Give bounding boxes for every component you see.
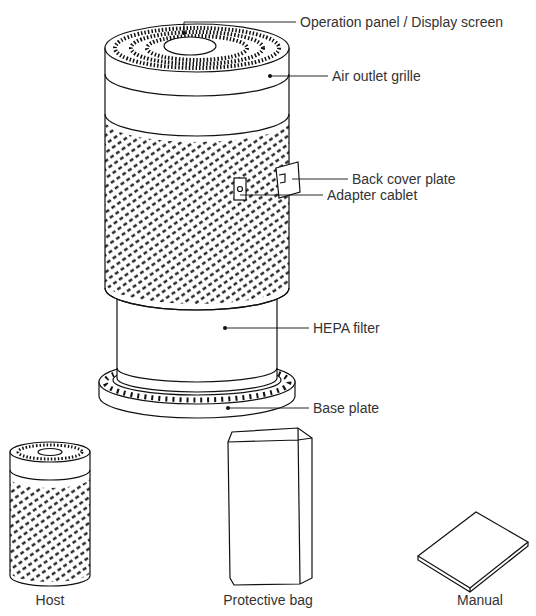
leader-line (292, 179, 348, 180)
host-grille (18, 445, 82, 459)
top-cap (105, 24, 289, 72)
leader-line (228, 408, 309, 409)
outlet-grille (115, 28, 279, 68)
protective-bag (228, 428, 312, 585)
manual-pages (418, 542, 528, 592)
leader-line (225, 328, 309, 329)
back-cover-plate (276, 162, 300, 198)
outlet-grille (147, 36, 247, 60)
bag-crease (228, 428, 312, 584)
host-body (10, 452, 90, 586)
back-cover-tab (279, 174, 285, 183)
host-band-line (10, 470, 90, 480)
host-display (38, 449, 62, 456)
purifier-body (105, 48, 289, 310)
part-label: Operation panel / Display screen (300, 14, 503, 30)
display-screen (164, 37, 216, 55)
body-band-line (105, 114, 289, 136)
part-label: Manual (457, 592, 503, 608)
part-label: Back cover plate (352, 171, 456, 187)
leader-dot (223, 326, 227, 330)
host-top (10, 442, 90, 462)
body-band-line (105, 74, 289, 96)
part-label: Host (36, 592, 65, 608)
hepa-filter-edge (117, 368, 277, 382)
body-bottom-edge (105, 288, 289, 310)
part-label: Protective bag (223, 592, 313, 608)
body-pattern (105, 120, 289, 304)
part-label: HEPA filter (313, 320, 380, 336)
adapter-socket (238, 187, 243, 192)
part-label: Base plate (313, 400, 379, 416)
leader-dot (268, 74, 272, 78)
leader-line (270, 76, 328, 77)
leader-line (184, 22, 296, 33)
part-label: Air outlet grille (332, 68, 421, 84)
manual-booklet (418, 512, 528, 588)
host-pattern (10, 478, 90, 582)
leader-dot (182, 31, 186, 35)
adapter-port (234, 178, 246, 200)
leader-line (240, 195, 323, 196)
part-label: Adapter cablet (327, 187, 417, 203)
leader-dot (226, 406, 230, 410)
outlet-grille (131, 32, 263, 64)
